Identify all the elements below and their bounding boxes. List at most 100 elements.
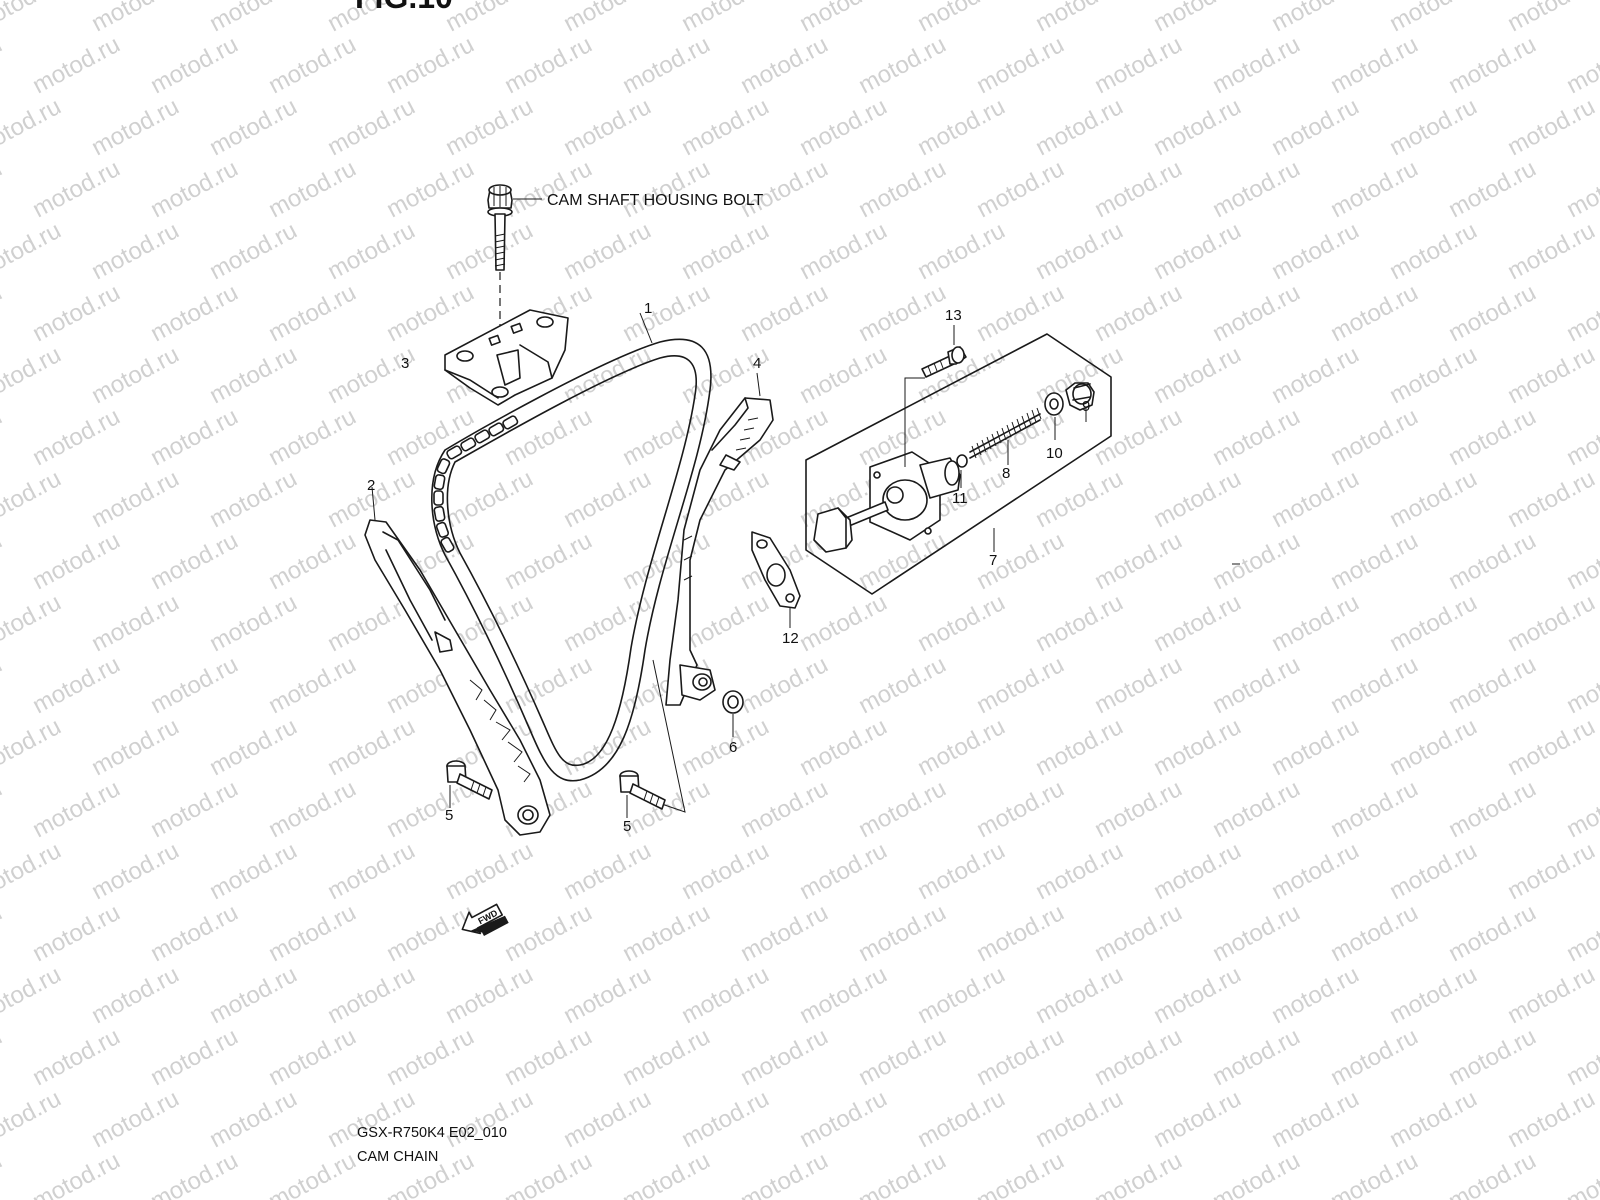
watermark-text: motod.ru [0,217,65,285]
callout-part-13: 13 [945,307,962,324]
watermark-text: motod.ru [913,837,1009,905]
watermark-text: motod.ru [323,837,419,905]
watermark-text: motod.ru [795,589,891,657]
watermark-text: motod.ru [677,0,773,37]
callout-part-4: 4 [753,355,761,372]
part-12-adjuster-gasket-drawing [751,531,801,628]
watermark-text: motod.ru [618,1147,714,1200]
part-2-tension-guide-drawing [364,486,551,836]
model-code: GSX-R750K4 E02_010 [357,1125,507,1141]
watermark-text: motod.ru [1385,341,1481,409]
part-10-gasket-drawing [1044,392,1064,440]
watermark-text: motod.ru [441,961,537,1029]
watermark-text: motod.ru [559,93,655,161]
watermark-text: motod.ru [441,465,537,533]
watermark-text: motod.ru [1090,279,1186,347]
watermark-text: motod.ru [0,0,65,37]
watermark-text: motod.ru [1444,1147,1540,1200]
watermark-text: motod.ru [264,279,360,347]
watermark-text: motod.ru [1267,1085,1363,1153]
watermark-text: motod.ru [382,899,478,967]
watermark-text: motod.ru [1149,0,1245,37]
watermark-text: motod.ru [1208,651,1304,719]
watermark-text: motod.ru [1208,775,1304,843]
callout-part-1: 1 [644,300,652,317]
watermark-text: motod.ru [205,217,301,285]
watermark-text: motod.ru [264,1023,360,1091]
watermark-text: motod.ru [0,1147,6,1200]
watermark-text: motod.ru [972,279,1068,347]
part-5-guide-bolt-right-drawing [619,770,666,818]
callout-part-10: 10 [1046,445,1063,462]
watermark-text: motod.ru [87,341,183,409]
watermark-text: motod.ru [1562,1147,1600,1200]
watermark-text: motod.ru [1503,341,1599,409]
watermark-text: motod.ru [500,31,596,99]
part-3-upper-guide-drawing [444,309,569,406]
watermark-text: motod.ru [559,465,655,533]
watermark-text: motod.ru [382,155,478,223]
watermark-text: motod.ru [1149,1085,1245,1153]
figure-title: FIG.10 [355,0,453,15]
watermark-text: motod.ru [1090,31,1186,99]
watermark-text: motod.ru [1208,155,1304,223]
watermark-text: motod.ru [0,403,6,471]
watermark-text: motod.ru [1208,1147,1304,1200]
watermark-text: motod.ru [736,899,832,967]
part-7-tension-adjuster-assy-drawing [805,333,1112,595]
watermark-text: motod.ru [87,713,183,781]
watermark-text: motod.ru [28,403,124,471]
watermark-text: motod.ru [736,31,832,99]
watermark-text: motod.ru [1503,961,1599,1029]
watermark-text: motod.ru [1149,217,1245,285]
watermark-text: motod.ru [736,155,832,223]
watermark-text: motod.ru [441,1085,537,1153]
watermark-text: motod.ru [87,93,183,161]
watermark-text: motod.ru [736,651,832,719]
watermark-text: motod.ru [205,0,301,37]
watermark-text: motod.ru [559,837,655,905]
watermark-text: motod.ru [264,651,360,719]
watermark-text: motod.ru [146,279,242,347]
watermark-text: motod.ru [1090,527,1186,595]
watermark-text: motod.ru [736,1147,832,1200]
watermark-text: motod.ru [1503,0,1599,37]
watermark-text: motod.ru [1444,31,1540,99]
watermark-text: motod.ru [1149,589,1245,657]
watermark-text: motod.ru [1326,1147,1422,1200]
watermark-text: motod.ru [913,0,1009,37]
watermark-text: motod.ru [1562,899,1600,967]
watermark-text: motod.ru [500,899,596,967]
watermark-text: motod.ru [559,1085,655,1153]
watermark-text: motod.ru [1090,403,1186,471]
watermark-text: motod.ru [1562,403,1600,471]
watermark-text: motod.ru [28,1147,124,1200]
watermark-text: motod.ru [0,527,6,595]
watermark-text: motod.ru [559,0,655,37]
part-1-cam-chain-drawing [431,312,712,782]
watermark-text: motod.ru [1031,713,1127,781]
watermark-text: motod.ru [205,713,301,781]
watermark-text: motod.ru [1444,899,1540,967]
watermark-text: motod.ru [87,465,183,533]
watermark-text: motod.ru [795,341,891,409]
watermark-text: motod.ru [1503,217,1599,285]
watermark-text: motod.ru [0,775,6,843]
watermark-text: motod.ru [1090,155,1186,223]
watermark-text: motod.ru [264,155,360,223]
watermark-text: motod.ru [677,837,773,905]
callout-part-5-right: 5 [623,818,631,835]
watermark-text: motod.ru [1562,527,1600,595]
watermark-text: motod.ru [382,1023,478,1091]
watermark-text: motod.ru [1267,961,1363,1029]
callout-part-2: 2 [367,477,375,494]
watermark-text: motod.ru [736,279,832,347]
watermark-text: motod.ru [1149,961,1245,1029]
watermark-text: motod.ru [1444,527,1540,595]
watermark-text: motod.ru [1031,217,1127,285]
watermark-text: motod.ru [677,1085,773,1153]
watermark-text: motod.ru [1031,961,1127,1029]
part-6-washer-drawing [722,690,744,737]
watermark-text: motod.ru [677,589,773,657]
